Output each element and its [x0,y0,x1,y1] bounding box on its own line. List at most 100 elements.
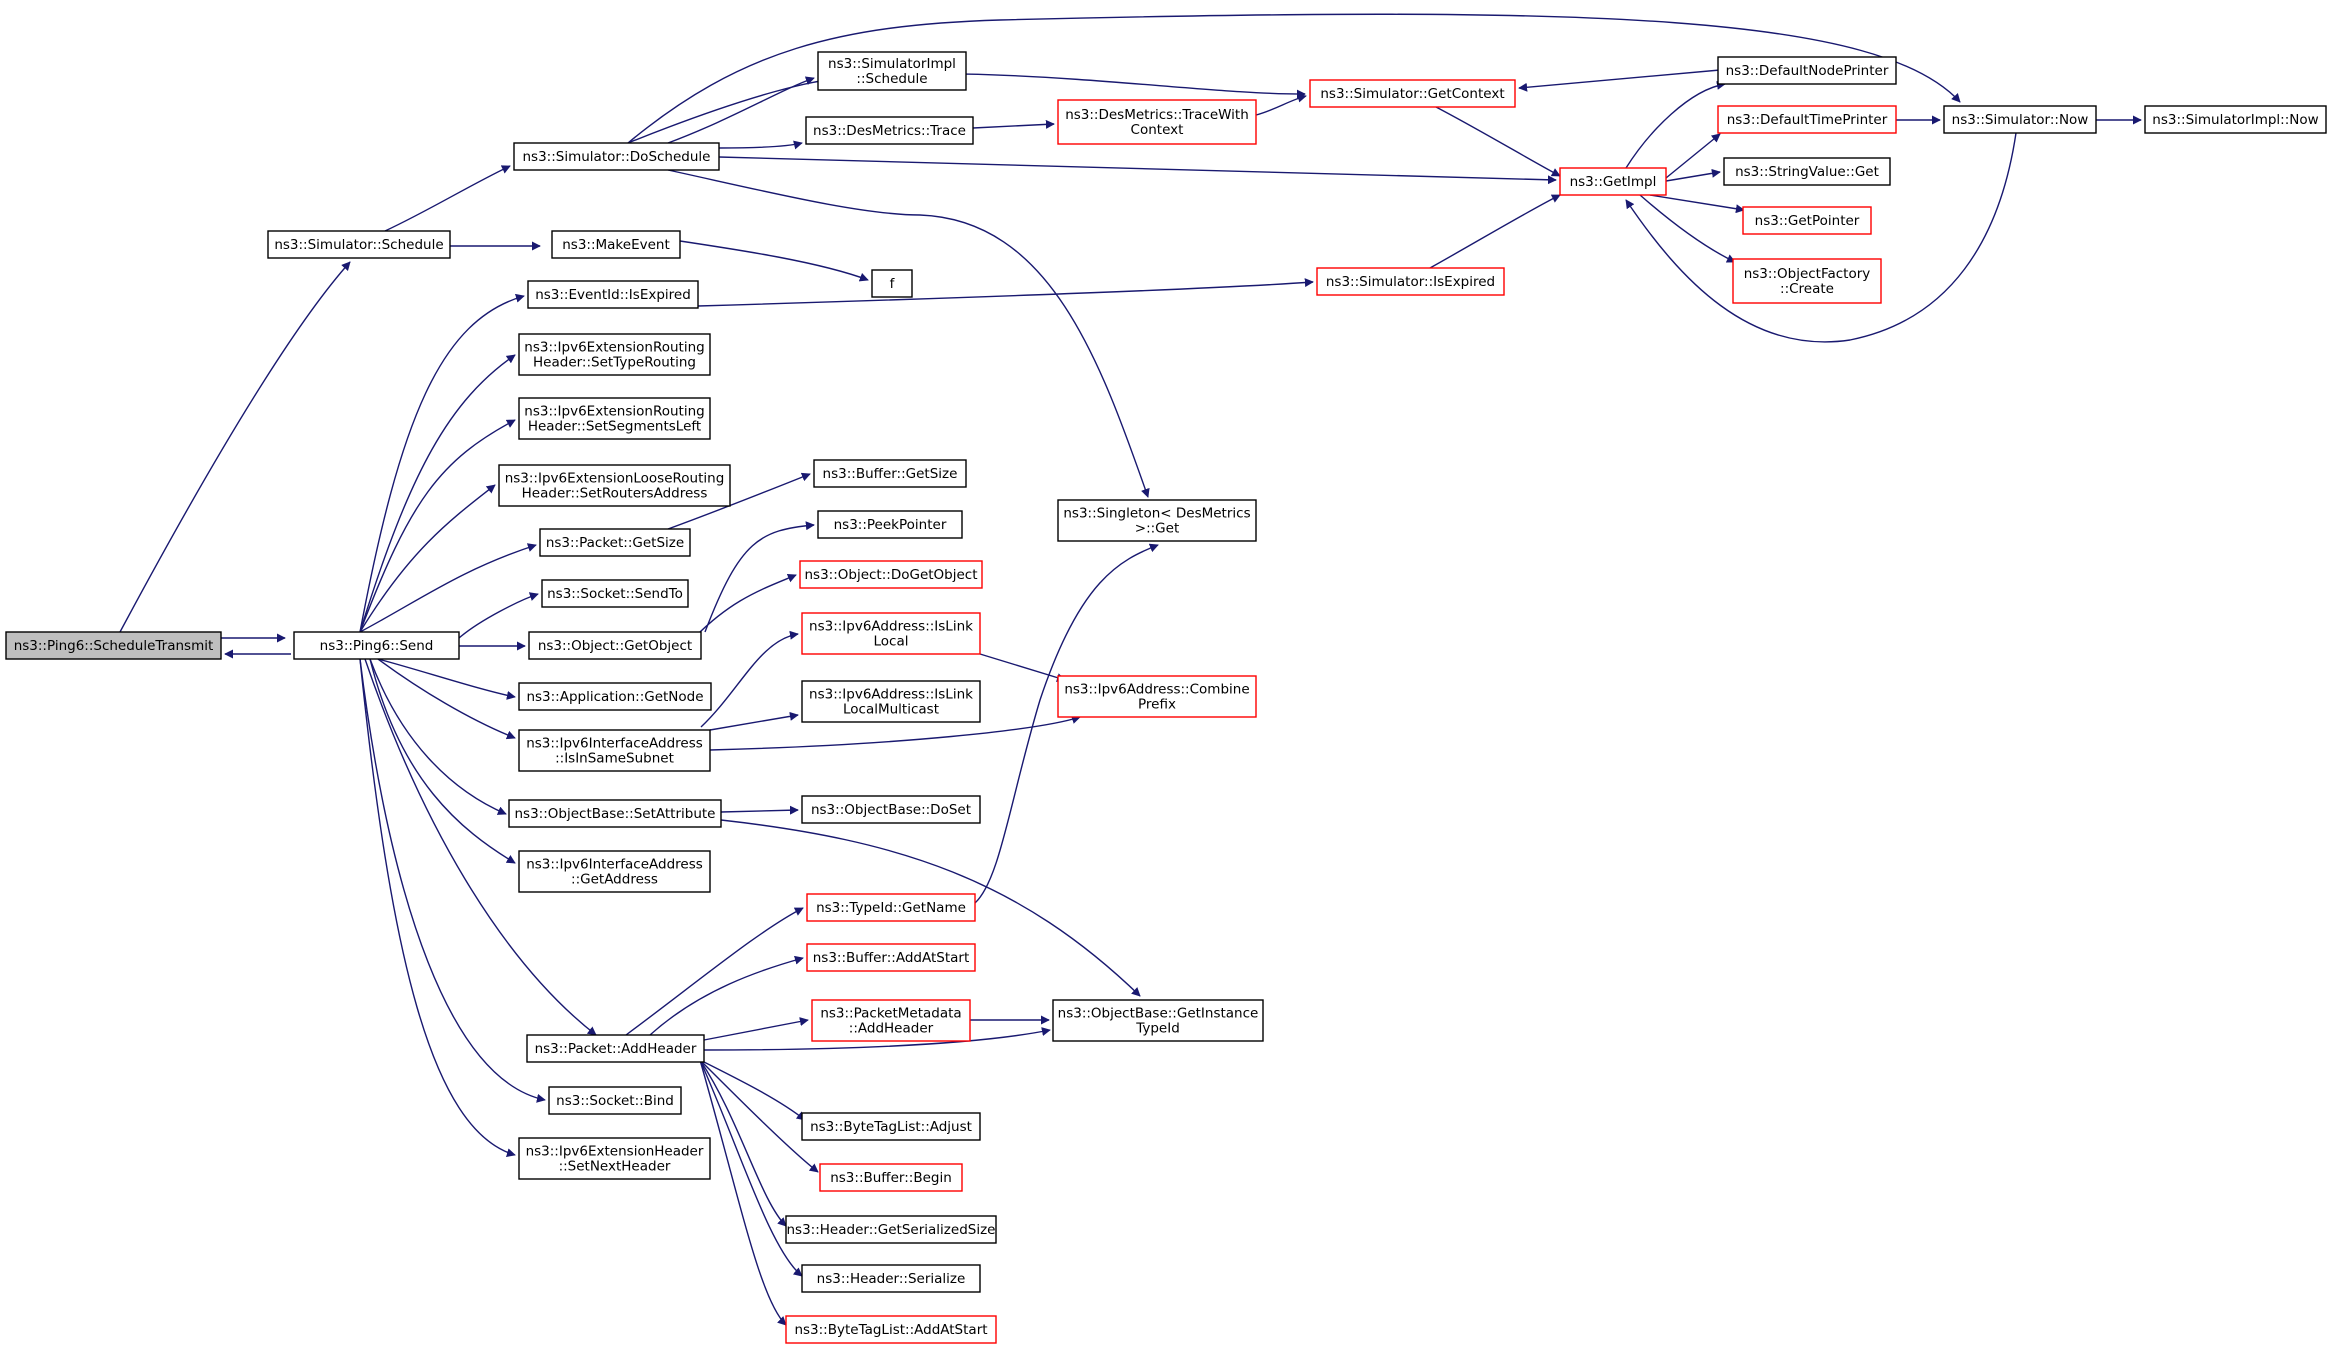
node-box [801,612,981,655]
node-label: ns3::Buffer::GetSize [823,466,958,482]
node-n25[interactable]: ns3::Buffer::GetSize [813,459,967,488]
node-n8[interactable]: ns3::DesMetrics::Trace [805,116,974,145]
edge-line [704,521,815,633]
node-n5[interactable]: ns3::MakeEvent [551,230,681,259]
node-n1[interactable]: ns3::Ping6::ScheduleTransmit [5,631,222,660]
edge-51 [703,1027,1051,1051]
edge-line [720,819,1141,997]
node-n41[interactable]: ns3::PacketMetadata::AddHeader [811,999,971,1042]
node-n7[interactable]: ns3::SimulatorImpl::Schedule [817,51,967,91]
node-n10[interactable]: ns3::Simulator::GetContext [1309,79,1516,108]
node-box [508,799,722,828]
node-label: ns3::PacketMetadata [820,1006,961,1022]
node-n27[interactable]: ns3::Object::GetObject [528,631,702,660]
node-n14[interactable]: ns3::Simulator::Now [1943,105,2097,134]
node-n17[interactable]: ns3::GetPointer [1742,206,1872,235]
edge-line [649,955,804,1036]
node-n29[interactable]: ns3::Object::DoGetObject [799,560,983,589]
node-n31[interactable]: ns3::Application::GetNode [518,682,712,711]
node-n6[interactable]: f [871,269,913,298]
node-n16[interactable]: ns3::StringValue::Get [1723,157,1891,186]
edge-8 [667,76,815,144]
node-box [819,1163,963,1192]
node-n20[interactable]: ns3::Simulator::IsExpired [1316,267,1505,296]
node-box [799,560,983,589]
node-n22[interactable]: ns3::Ipv6ExtensionRoutingHeader::SetSegm… [518,397,711,440]
node-box [801,680,981,723]
node-n21[interactable]: ns3::Ipv6ExtensionRoutingHeader::SetType… [518,333,711,376]
edge-line [1649,194,1745,214]
node-label: ns3::Packet::GetSize [546,535,684,551]
node-n48[interactable]: ns3::ByteTagList::AddAtStart [785,1315,997,1344]
node-n36[interactable]: ns3::ObjectBase::SetAttribute [508,799,722,828]
edge-46 [369,658,516,864]
edge-line [667,76,815,144]
edge-3 [119,261,351,633]
node-label: ns3::GetPointer [1755,213,1860,229]
node-label: ns3::Ipv6ExtensionRouting [524,340,704,356]
node-box [785,1315,997,1344]
node-n13[interactable]: ns3::DefaultTimePrinter [1717,105,1897,134]
node-n15[interactable]: ns3::SimulatorImpl::Now [2144,105,2327,134]
node-n28[interactable]: ns3::PeekPointer [817,510,963,539]
node-n39[interactable]: ns3::TypeId::GetName [806,893,976,922]
node-n18[interactable]: ns3::ObjectFactory::Create [1732,258,1882,304]
node-box [551,230,681,259]
node-box [1052,999,1264,1042]
node-n12[interactable]: ns3::DefaultNodePrinter [1717,56,1897,85]
edge-line [1518,69,1721,92]
node-box [518,333,711,376]
edge-line [458,592,539,639]
node-box [801,1264,981,1293]
edge-10 [972,119,1055,129]
node-box [1057,675,1257,718]
edge-29 [359,419,516,633]
node-n2[interactable]: ns3::Ping6::Send [293,631,460,660]
node-label: f [890,276,896,292]
node-n19[interactable]: ns3::EventId::IsExpired [527,280,699,309]
edge-58 [699,1059,787,1326]
edge-26 [667,169,1150,498]
node-n44[interactable]: ns3::ByteTagList::Adjust [801,1112,981,1141]
node-n4[interactable]: ns3::Simulator::DoSchedule [513,142,720,171]
node-n47[interactable]: ns3::Header::Serialize [801,1264,981,1293]
node-n49[interactable]: ns3::Socket::Bind [548,1086,682,1115]
edge-50 [703,1017,809,1041]
node-box [801,795,981,824]
node-box [1742,206,1872,235]
node-label: ns3::Application::GetNode [526,689,703,705]
node-n26[interactable]: ns3::Socket::SendTo [541,579,689,608]
edge-line [718,140,803,150]
node-n32[interactable]: ns3::Ipv6InterfaceAddress::IsInSameSubne… [518,729,711,772]
node-label: Header::SetTypeRouting [533,355,696,371]
node-label: ns3::Object::DoGetObject [804,567,977,583]
node-box [2144,105,2327,134]
node-n40[interactable]: ns3::Buffer::AddAtStart [806,943,976,972]
node-label: ::AddHeader [849,1021,934,1037]
node-label: ns3::Socket::SendTo [547,586,683,602]
node-n11[interactable]: ns3::GetImpl [1559,167,1667,196]
node-label: ns3::Header::Serialize [817,1271,966,1287]
node-n50[interactable]: ns3::Ipv6ExtensionHeader::SetNextHeader [518,1137,711,1180]
node-n30[interactable]: ns3::Singleton< DesMetrics >::Get [1057,499,1257,542]
node-n45[interactable]: ns3::Buffer::Begin [819,1163,963,1192]
node-n37[interactable]: ns3::ObjectBase::DoSet [801,795,981,824]
node-n38[interactable]: ns3::Ipv6InterfaceAddress::GetAddress [518,850,711,893]
node-n23[interactable]: ns3::Ipv6ExtensionLooseRoutingHeader::Se… [498,464,731,507]
node-label: ns3::Singleton< DesMetrics [1063,506,1250,522]
node-n46[interactable]: ns3::Header::GetSerializedSize [785,1215,997,1244]
node-label: ns3::Packet::AddHeader [535,1041,697,1057]
node-n3[interactable]: ns3::Simulator::Schedule [267,230,451,259]
node-label: LocalMulticast [843,702,939,718]
node-n24[interactable]: ns3::Packet::GetSize [539,528,691,557]
node-label: ns3::Ping6::ScheduleTransmit [14,638,214,654]
edge-line [699,1059,803,1277]
node-box [528,631,702,660]
node-n43[interactable]: ns3::Packet::AddHeader [526,1034,705,1063]
edge-line [699,1059,787,1227]
